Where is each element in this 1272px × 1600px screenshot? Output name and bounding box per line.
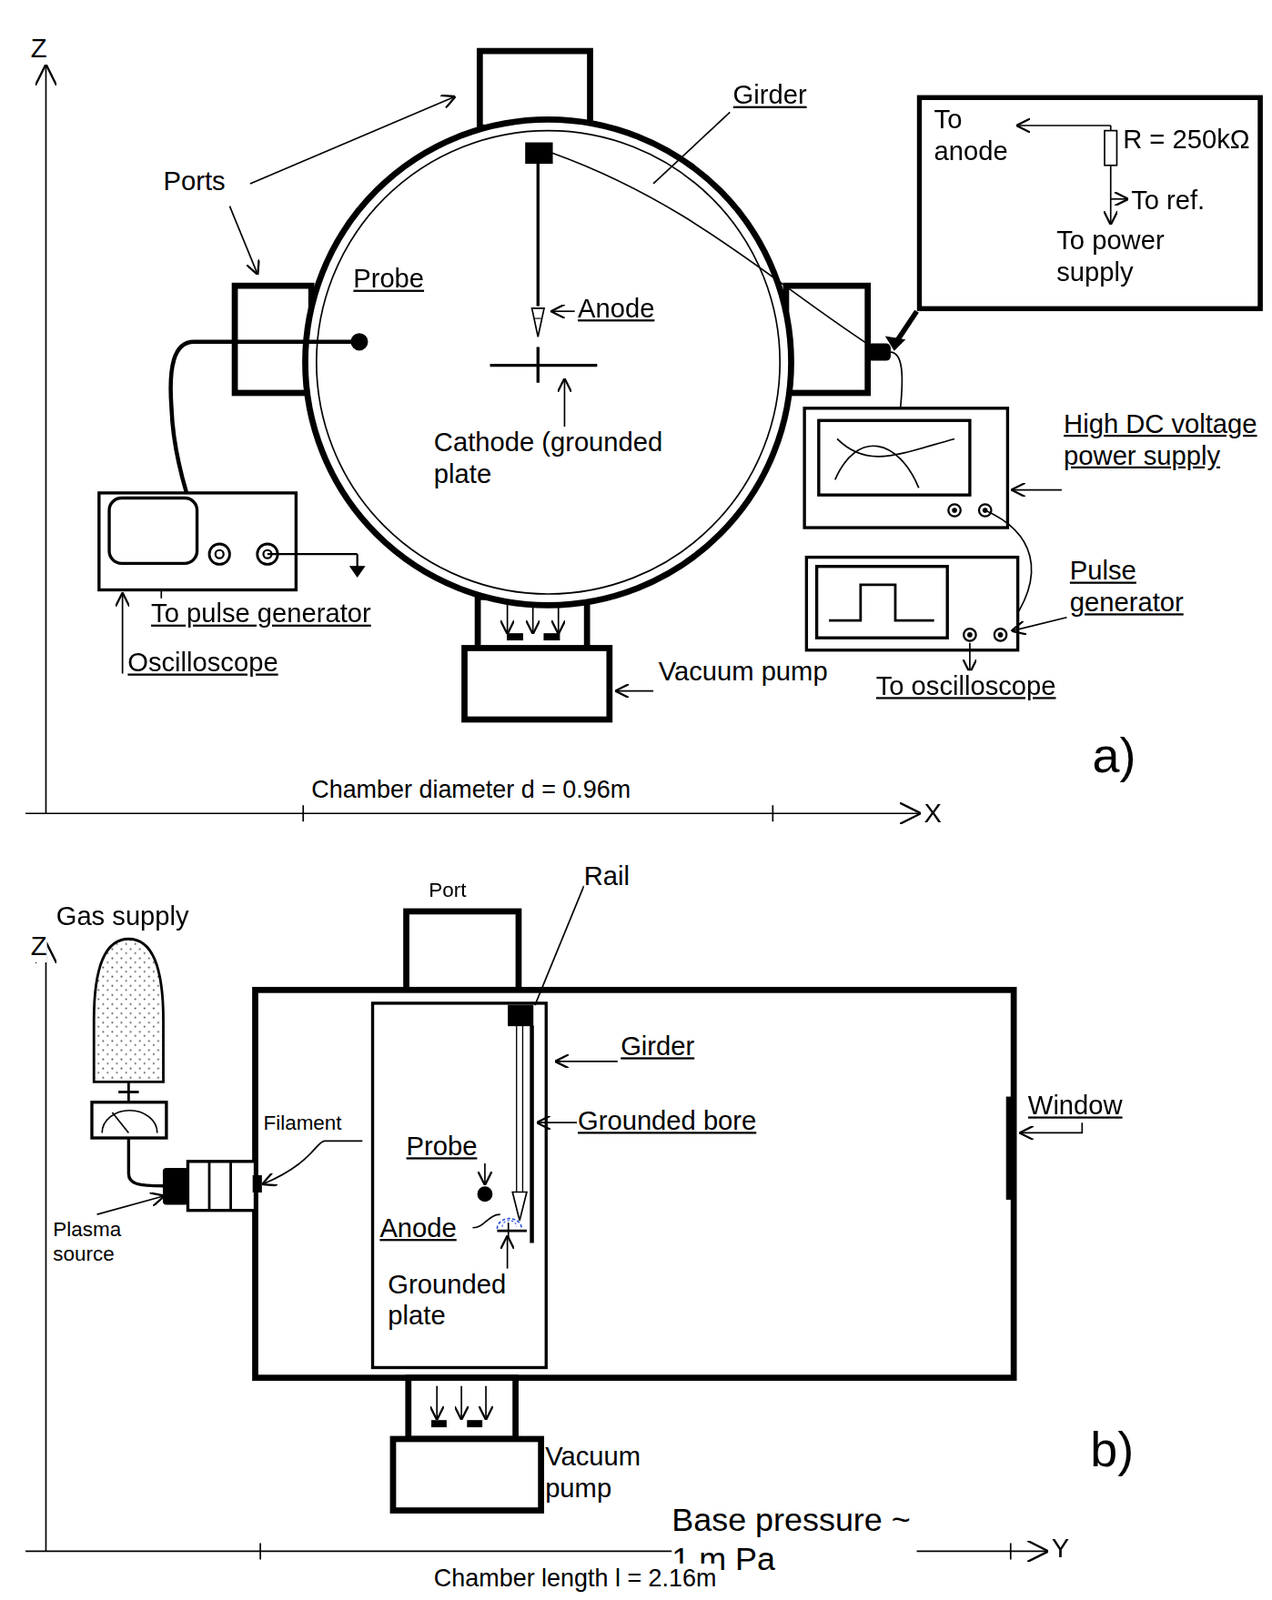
callout-text: To power supply xyxy=(1056,224,1210,289)
part-label: Girder xyxy=(620,1030,695,1063)
axis-label: Z xyxy=(30,930,48,963)
part-label: Grounded plate xyxy=(387,1269,531,1333)
part-label: High DC voltage power supply xyxy=(1063,408,1272,473)
part-label: Vacuum pump xyxy=(545,1441,668,1505)
part-label: Anode xyxy=(577,292,655,325)
part-label: Probe xyxy=(406,1130,478,1163)
callout-text: To anode xyxy=(934,103,1029,168)
part-label: Vacuum pump xyxy=(658,656,828,688)
part-label: Ports xyxy=(163,165,226,198)
part-label: Rail xyxy=(584,860,630,893)
panel-label: b) xyxy=(1090,1421,1134,1481)
dimension-label: Chamber length l = 2.16m xyxy=(434,1564,717,1594)
callout-text: R = 250kΩ xyxy=(1122,123,1250,156)
dimension-label: Chamber diameter d = 0.96m xyxy=(311,776,631,806)
part-label: Grounded bore xyxy=(577,1105,757,1138)
part-label: Gas supply xyxy=(56,900,190,933)
note-label: To oscilloscope xyxy=(876,670,1057,703)
part-label: Window xyxy=(1028,1090,1123,1122)
axis-label: Z xyxy=(30,32,48,65)
part-label: Plasma source xyxy=(52,1216,151,1266)
panel-label: a) xyxy=(1092,726,1137,787)
note-label: To pulse generator xyxy=(151,597,372,630)
part-label: Oscilloscope xyxy=(127,646,278,679)
part-label: Anode xyxy=(379,1212,456,1245)
part-label: Cathode (grounded plate xyxy=(434,426,664,491)
part-label: Filament xyxy=(262,1110,342,1136)
callout-box: To anode R = 250kΩ To ref. To power supply xyxy=(917,94,1263,312)
part-label: Probe xyxy=(353,262,424,295)
part-label: Girder xyxy=(733,80,808,112)
part-label: Port xyxy=(428,878,466,903)
part-label: Pulse generator xyxy=(1070,555,1213,619)
callout-text: To ref. xyxy=(1130,184,1205,217)
axis-label: Y xyxy=(1051,1533,1070,1565)
axis-label: X xyxy=(923,797,941,830)
